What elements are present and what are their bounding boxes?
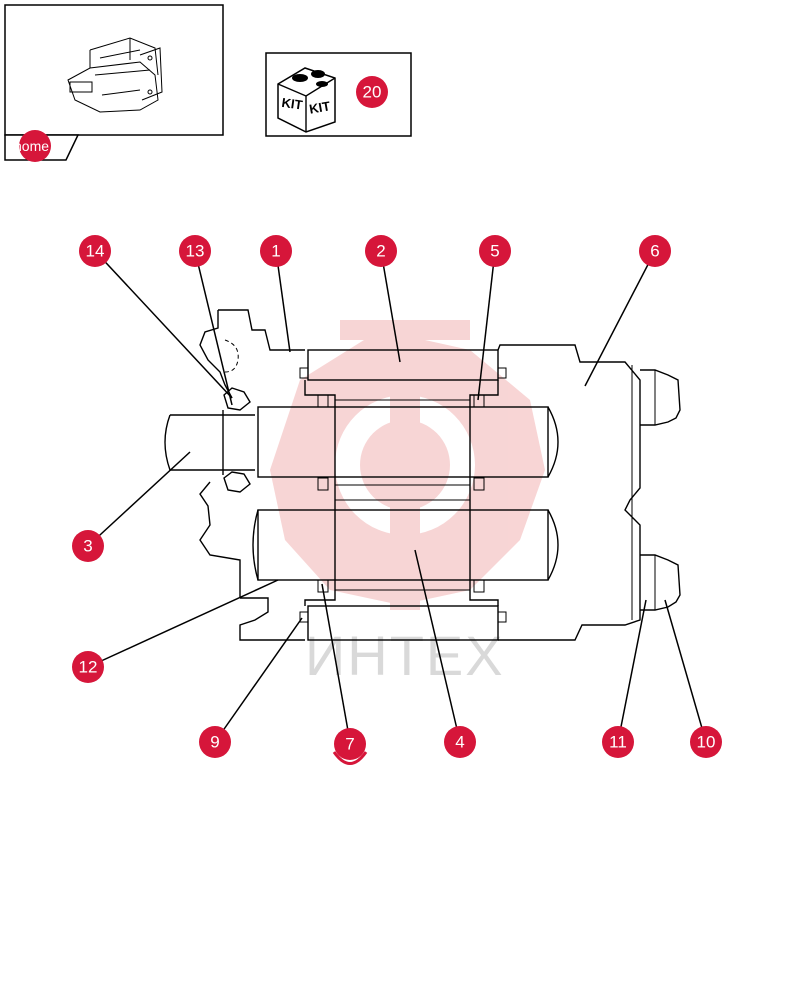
svg-text:2: 2 — [376, 242, 385, 261]
kit-label-left: KIT — [281, 95, 304, 113]
svg-text:6: 6 — [650, 242, 659, 261]
callout-2[interactable]: 2 — [365, 235, 397, 267]
svg-text:10: 10 — [697, 733, 716, 752]
svg-text:13: 13 — [186, 242, 205, 261]
callout-13[interactable]: 13 — [179, 235, 211, 267]
callout-20[interactable]: 20 — [356, 76, 388, 108]
svg-text:20: 20 — [363, 83, 382, 102]
callout-10[interactable]: 10 — [690, 726, 722, 758]
callout-1[interactable]: 1 — [260, 235, 292, 267]
home-tab[interactable]: home — [4, 130, 80, 162]
callout-7[interactable]: 7 — [332, 728, 368, 765]
pump-thumbnail-image — [67, 37, 163, 113]
svg-text:7: 7 — [345, 735, 354, 754]
thumbnail-panel[interactable] — [4, 4, 224, 136]
callout-6[interactable]: 6 — [639, 235, 671, 267]
callout-5[interactable]: 5 — [479, 235, 511, 267]
callout-14[interactable]: 14 — [79, 235, 111, 267]
home-link[interactable]: home — [14, 138, 49, 154]
svg-text:11: 11 — [609, 733, 627, 752]
callout-3[interactable]: 3 — [72, 530, 104, 562]
svg-text:3: 3 — [83, 537, 92, 556]
kit-panel[interactable]: KIT KIT 20 — [265, 52, 412, 137]
callout-11[interactable]: 11 — [602, 726, 634, 758]
leader-lines — [87, 250, 707, 743]
home-button-background — [19, 130, 51, 162]
svg-text:4: 4 — [455, 733, 464, 752]
svg-text:9: 9 — [210, 733, 219, 752]
pump-cross-section — [164, 309, 681, 641]
kit-box-icon — [277, 67, 336, 133]
callout-4[interactable]: 4 — [444, 726, 476, 758]
svg-text:5: 5 — [490, 242, 499, 261]
svg-text:12: 12 — [79, 658, 98, 677]
svg-text:1: 1 — [271, 242, 280, 261]
callout-9[interactable]: 9 — [199, 726, 231, 758]
svg-text:14: 14 — [86, 242, 105, 261]
watermark-logo — [270, 320, 545, 610]
kit-label-right: KIT — [308, 98, 331, 116]
callout-12[interactable]: 12 — [72, 651, 104, 683]
